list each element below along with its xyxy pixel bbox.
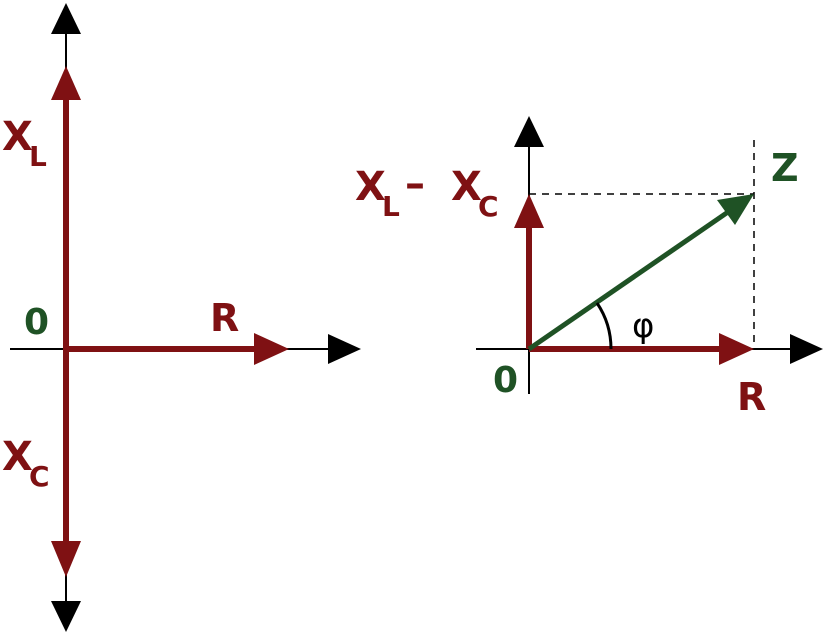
right-axis-arrow-right [790, 334, 823, 364]
xl-minus-xc-label: X L – X C [355, 161, 499, 223]
left-axis-arrow-down [51, 601, 81, 632]
svg-text:C: C [478, 190, 499, 223]
xc-arrowhead [51, 541, 81, 577]
svg-text:X: X [2, 434, 33, 480]
r-arrowhead-right [719, 333, 754, 365]
left-r-label: R [210, 296, 239, 340]
svg-text:–: – [405, 161, 425, 207]
right-diagram: 0 R Z φ X L – X C [355, 116, 823, 419]
r-arrowhead-left [254, 333, 289, 365]
svg-text:L: L [29, 140, 47, 173]
left-axis-arrow-up [51, 3, 81, 34]
left-xc-label: X C [2, 434, 50, 493]
left-axis-arrow-right [328, 334, 361, 364]
right-r-label: R [737, 375, 766, 419]
svg-text:L: L [382, 190, 400, 223]
left-xl-label: X L [2, 114, 47, 173]
z-arrowhead [717, 194, 754, 225]
xl-arrowhead [51, 66, 81, 100]
left-origin-label: 0 [24, 302, 49, 343]
phi-angle-arc [595, 302, 613, 350]
svg-text:X: X [355, 164, 386, 210]
phi-label: φ [632, 306, 654, 346]
svg-text:X: X [2, 114, 33, 160]
z-label: Z [771, 146, 799, 190]
svg-text:C: C [29, 460, 50, 493]
xl-minus-xc-arrowhead [514, 194, 544, 228]
z-phasor [527, 209, 730, 352]
svg-text:X: X [451, 164, 482, 210]
right-origin-label: 0 [493, 360, 518, 401]
left-diagram: 0 R X L X C [2, 3, 361, 632]
right-axis-arrow-up [514, 116, 544, 147]
